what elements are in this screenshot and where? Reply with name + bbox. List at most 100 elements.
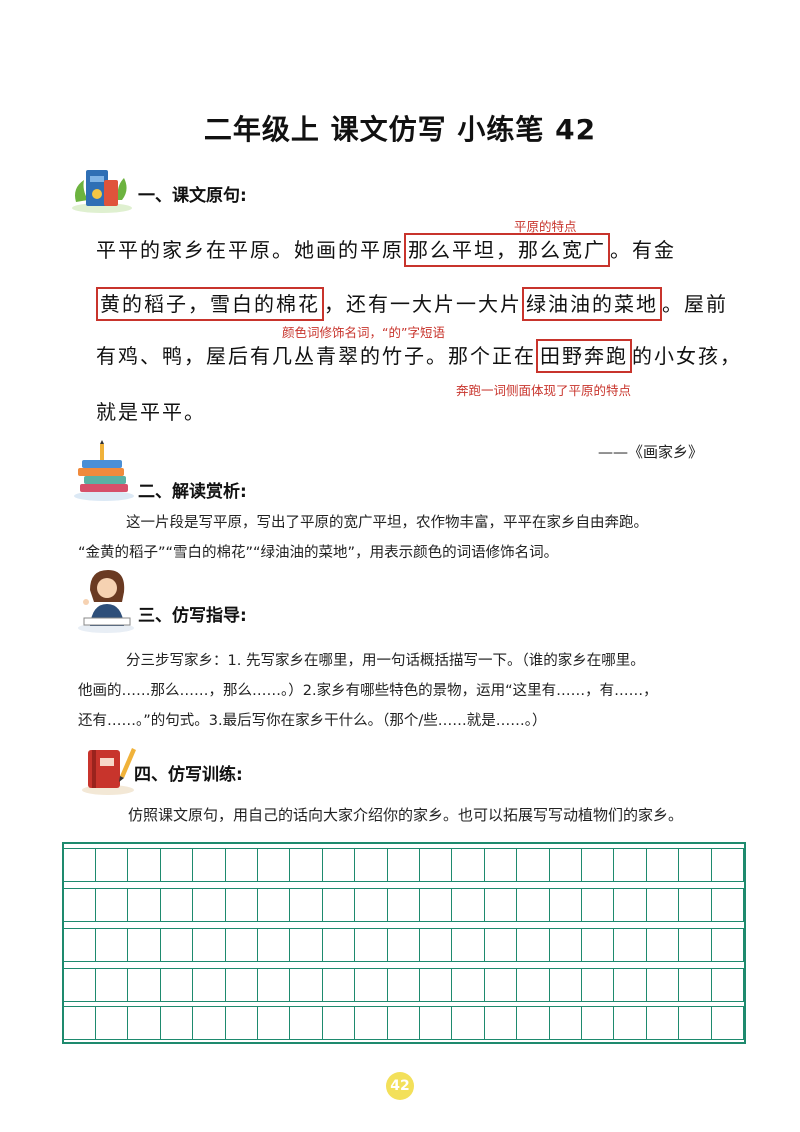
- grid-cell[interactable]: [291, 929, 323, 961]
- grid-cell[interactable]: [518, 889, 550, 921]
- grid-cell[interactable]: [712, 889, 744, 921]
- grid-cell[interactable]: [518, 849, 550, 881]
- grid-cell[interactable]: [194, 889, 226, 921]
- grid-cell[interactable]: [226, 929, 258, 961]
- grid-cell[interactable]: [712, 969, 744, 1001]
- grid-cell[interactable]: [356, 889, 388, 921]
- grid-cell[interactable]: [64, 849, 96, 881]
- grid-cell[interactable]: [129, 889, 161, 921]
- grid-cell[interactable]: [582, 929, 615, 961]
- grid-cell[interactable]: [647, 929, 680, 961]
- grid-cell[interactable]: [550, 849, 582, 881]
- grid-cell[interactable]: [453, 1007, 485, 1039]
- grid-cell[interactable]: [388, 849, 420, 881]
- grid-cell[interactable]: [712, 1007, 744, 1039]
- grid-cell[interactable]: [129, 849, 161, 881]
- grid-cell[interactable]: [712, 929, 744, 961]
- grid-cell[interactable]: [258, 889, 291, 921]
- grid-cell[interactable]: [680, 969, 712, 1001]
- grid-cell[interactable]: [485, 969, 518, 1001]
- grid-cell[interactable]: [194, 849, 226, 881]
- grid-cell[interactable]: [96, 849, 129, 881]
- grid-cell[interactable]: [388, 1007, 420, 1039]
- grid-cell[interactable]: [550, 1007, 582, 1039]
- grid-cell[interactable]: [258, 1007, 291, 1039]
- grid-cell[interactable]: [291, 889, 323, 921]
- grid-cell[interactable]: [194, 969, 226, 1001]
- grid-cell[interactable]: [356, 929, 388, 961]
- grid-cell[interactable]: [647, 889, 680, 921]
- grid-cell[interactable]: [647, 849, 680, 881]
- grid-cell[interactable]: [485, 849, 518, 881]
- grid-cell[interactable]: [323, 969, 356, 1001]
- grid-cell[interactable]: [420, 969, 453, 1001]
- grid-cell[interactable]: [453, 889, 485, 921]
- grid-cell[interactable]: [680, 889, 712, 921]
- grid-cell[interactable]: [258, 929, 291, 961]
- grid-cell[interactable]: [129, 1007, 161, 1039]
- grid-cell[interactable]: [485, 1007, 518, 1039]
- grid-cell[interactable]: [420, 1007, 453, 1039]
- grid-cell[interactable]: [323, 849, 356, 881]
- grid-cell[interactable]: [161, 849, 194, 881]
- grid-cell[interactable]: [518, 969, 550, 1001]
- grid-cell[interactable]: [226, 969, 258, 1001]
- grid-cell[interactable]: [323, 889, 356, 921]
- grid-cell[interactable]: [518, 929, 550, 961]
- grid-cell[interactable]: [388, 889, 420, 921]
- grid-cell[interactable]: [64, 929, 96, 961]
- grid-cell[interactable]: [485, 929, 518, 961]
- grid-cell[interactable]: [420, 849, 453, 881]
- grid-cell[interactable]: [420, 889, 453, 921]
- grid-cell[interactable]: [291, 849, 323, 881]
- grid-cell[interactable]: [550, 969, 582, 1001]
- grid-cell[interactable]: [226, 889, 258, 921]
- grid-cell[interactable]: [615, 929, 647, 961]
- grid-cell[interactable]: [712, 849, 744, 881]
- grid-cell[interactable]: [161, 969, 194, 1001]
- grid-cell[interactable]: [161, 929, 194, 961]
- grid-cell[interactable]: [615, 849, 647, 881]
- grid-cell[interactable]: [96, 889, 129, 921]
- grid-cell[interactable]: [323, 929, 356, 961]
- grid-cell[interactable]: [550, 929, 582, 961]
- grid-cell[interactable]: [420, 929, 453, 961]
- grid-cell[interactable]: [485, 889, 518, 921]
- grid-cell[interactable]: [453, 929, 485, 961]
- grid-cell[interactable]: [64, 889, 96, 921]
- grid-cell[interactable]: [615, 1007, 647, 1039]
- grid-cell[interactable]: [388, 929, 420, 961]
- grid-cell[interactable]: [680, 1007, 712, 1039]
- grid-cell[interactable]: [96, 1007, 129, 1039]
- grid-cell[interactable]: [161, 889, 194, 921]
- grid-cell[interactable]: [96, 969, 129, 1001]
- grid-cell[interactable]: [550, 889, 582, 921]
- grid-cell[interactable]: [291, 1007, 323, 1039]
- grid-cell[interactable]: [129, 969, 161, 1001]
- grid-cell[interactable]: [194, 1007, 226, 1039]
- grid-cell[interactable]: [615, 969, 647, 1001]
- grid-cell[interactable]: [226, 1007, 258, 1039]
- grid-cell[interactable]: [129, 929, 161, 961]
- grid-cell[interactable]: [680, 929, 712, 961]
- grid-cell[interactable]: [161, 1007, 194, 1039]
- grid-cell[interactable]: [356, 849, 388, 881]
- grid-cell[interactable]: [64, 969, 96, 1001]
- grid-cell[interactable]: [194, 929, 226, 961]
- grid-cell[interactable]: [96, 929, 129, 961]
- grid-cell[interactable]: [647, 969, 680, 1001]
- grid-cell[interactable]: [64, 1007, 96, 1039]
- grid-cell[interactable]: [388, 969, 420, 1001]
- grid-cell[interactable]: [582, 969, 615, 1001]
- grid-cell[interactable]: [582, 1007, 615, 1039]
- grid-cell[interactable]: [356, 969, 388, 1001]
- grid-cell[interactable]: [615, 889, 647, 921]
- grid-cell[interactable]: [356, 1007, 388, 1039]
- grid-cell[interactable]: [680, 849, 712, 881]
- grid-cell[interactable]: [291, 969, 323, 1001]
- grid-cell[interactable]: [258, 849, 291, 881]
- grid-cell[interactable]: [453, 849, 485, 881]
- grid-cell[interactable]: [226, 849, 258, 881]
- grid-cell[interactable]: [582, 849, 615, 881]
- grid-cell[interactable]: [453, 969, 485, 1001]
